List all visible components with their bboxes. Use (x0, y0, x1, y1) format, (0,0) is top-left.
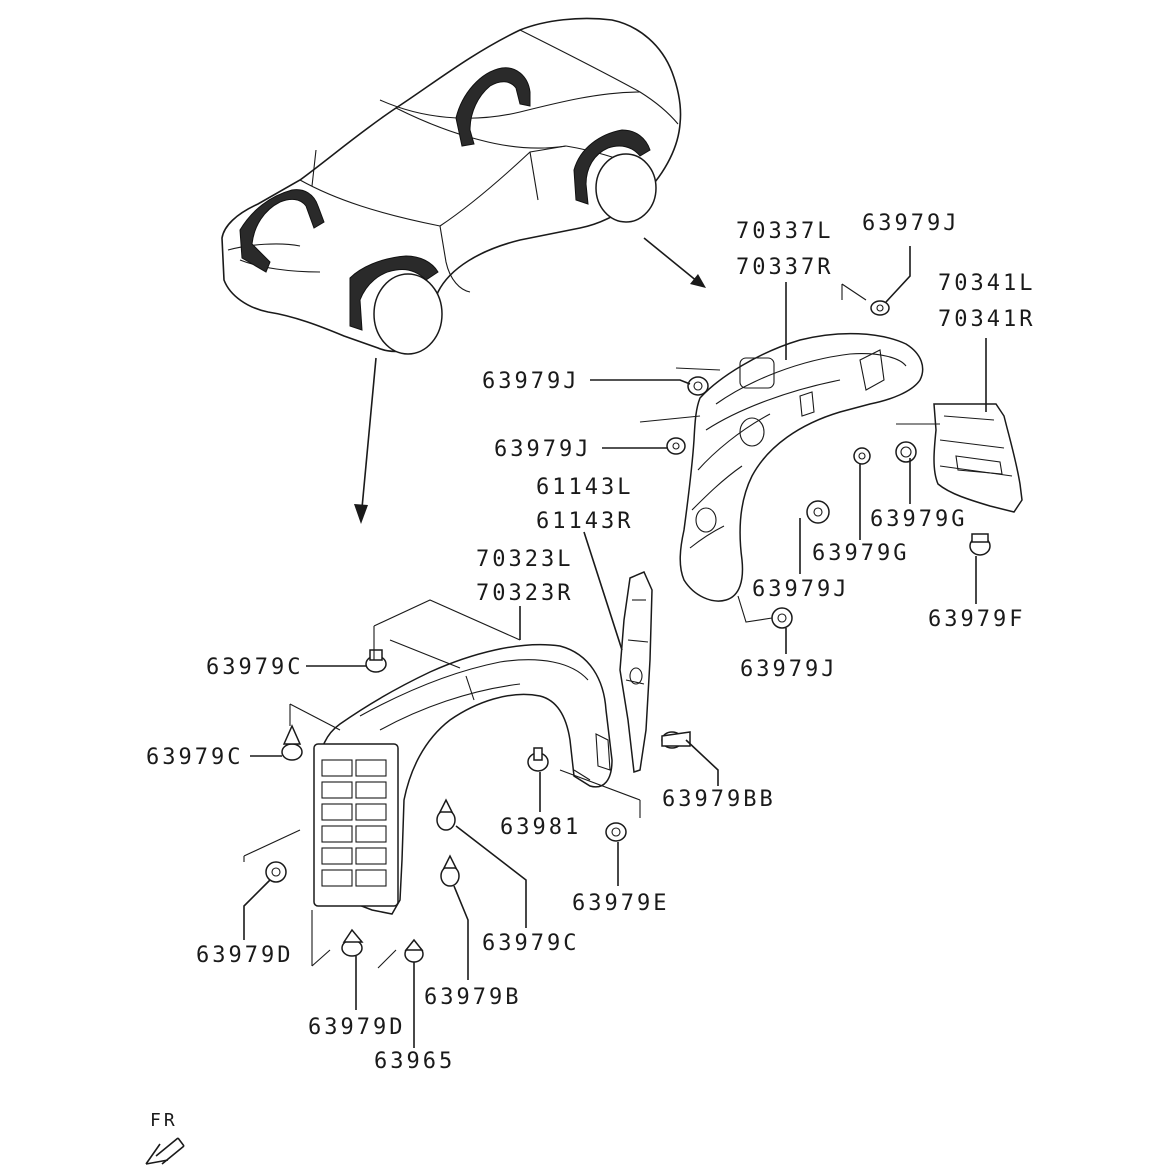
label-61143L: 61143L (536, 475, 633, 500)
label-63981: 63981 (500, 815, 581, 840)
label-70337R: 70337R (736, 255, 833, 280)
screw-icon (404, 938, 424, 963)
clip-icon (771, 607, 793, 629)
clip-icon (806, 500, 830, 524)
label-63979J: 63979J (740, 657, 837, 682)
clips (265, 300, 991, 963)
label-70337L: 70337L (736, 219, 833, 244)
clip-icon (853, 447, 871, 465)
label-63979G: 63979G (812, 541, 909, 566)
clip-icon (687, 376, 709, 396)
clip-icon (605, 822, 627, 842)
label-70323L: 70323L (476, 547, 573, 572)
label-63979D: 63979D (196, 943, 293, 968)
label-63979C: 63979C (146, 745, 243, 770)
clip-icon (436, 798, 456, 831)
label-63979E: 63979E (572, 891, 669, 916)
clip-icon (666, 437, 686, 455)
label-70341R: 70341R (938, 307, 1035, 332)
callout-labels: 70337L 70337R 63979J 70341L 70341R 63979… (146, 211, 1035, 1074)
label-63979BB: 63979BB (662, 787, 776, 812)
label-63979J: 63979J (752, 577, 849, 602)
clip-icon (265, 861, 287, 883)
pointer-arrows (354, 237, 706, 524)
label-63965: 63965 (374, 1049, 455, 1074)
label-63979C: 63979C (206, 655, 303, 680)
front-fender-liner-70323 (313, 643, 613, 915)
front-direction-marker: FR (145, 1110, 185, 1165)
label-63979B: 63979B (424, 985, 521, 1010)
label-63979J: 63979J (862, 211, 959, 236)
label-70341L: 70341L (938, 271, 1035, 296)
clip-icon (281, 724, 303, 761)
clip-icon (661, 731, 691, 749)
rear-fender-liner-70337 (679, 332, 924, 602)
front-arrow-icon (145, 1137, 185, 1165)
label-63979F: 63979F (928, 607, 1025, 632)
label-63979J: 63979J (482, 369, 579, 394)
label-63979D: 63979D (308, 1015, 405, 1040)
bracket-61143 (619, 571, 653, 774)
label-63979G: 63979G (870, 507, 967, 532)
label-61143R: 61143R (536, 509, 633, 534)
rear-splash-guard-70341 (933, 403, 1023, 513)
label-70323R: 70323R (476, 581, 573, 606)
clip-icon (365, 649, 387, 673)
leader-lines (243, 246, 987, 1048)
front-label: FR (150, 1110, 178, 1131)
clip-icon (341, 928, 364, 957)
clip-icon (895, 441, 917, 463)
clip-icon (870, 300, 890, 316)
clip-icon (440, 854, 460, 887)
clip-icon (969, 533, 991, 556)
liner-grille (321, 759, 387, 887)
label-63979J: 63979J (494, 437, 591, 462)
screw-icon (527, 747, 549, 772)
car-outline (221, 17, 682, 355)
label-63979C: 63979C (482, 931, 579, 956)
